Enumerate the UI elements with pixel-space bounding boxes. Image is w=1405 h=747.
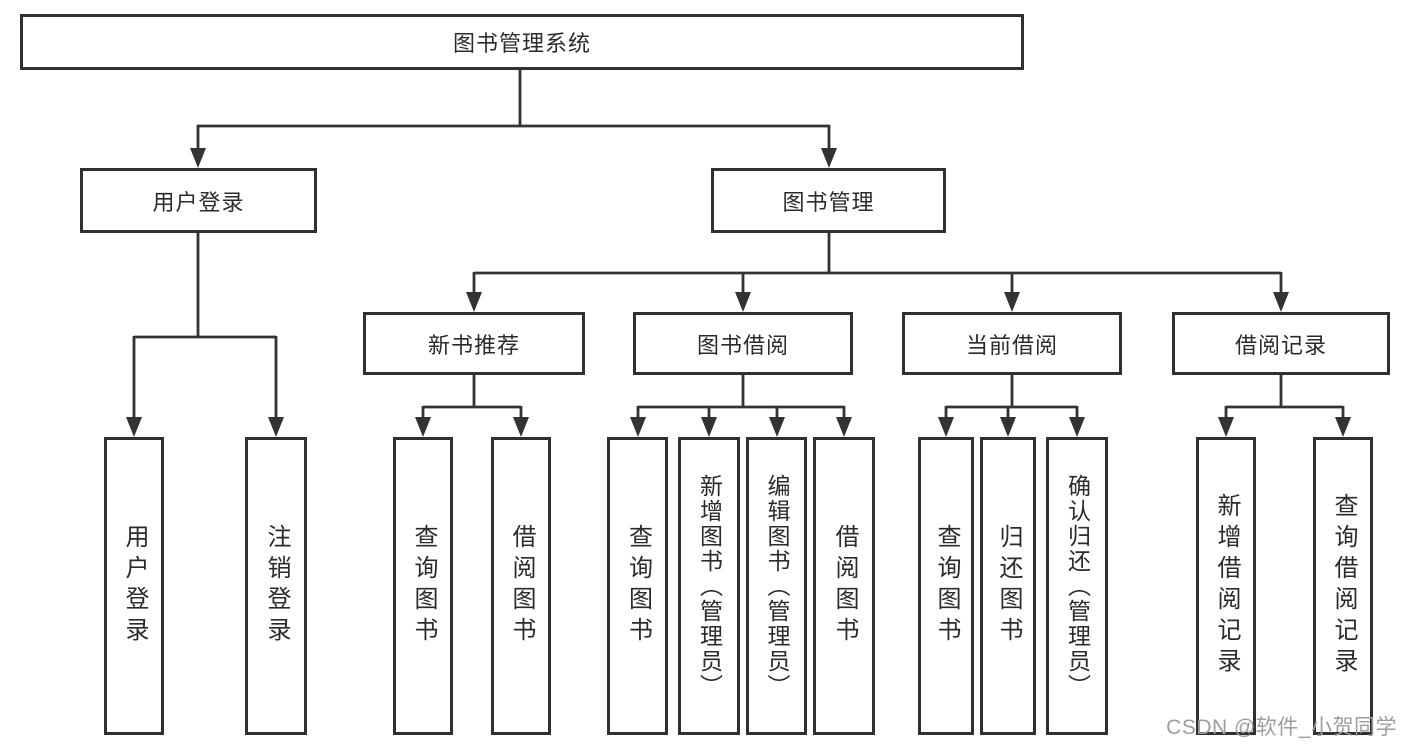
arrowhead-icon	[1273, 292, 1289, 312]
node-br-query-record: 查询借阅记录	[1313, 437, 1373, 735]
watermark: CSDN @软件_小贺同学	[1166, 716, 1397, 739]
arrowhead-icon	[1069, 417, 1085, 437]
node-current-borrow: 当前借阅	[902, 312, 1122, 375]
node-new-book-rec: 新书推荐	[363, 312, 585, 375]
node-bb-borrow-books: 借阅图书	[813, 437, 875, 735]
node-cb-return-books: 归还图书	[980, 437, 1036, 735]
arrowhead-icon	[701, 417, 717, 437]
arrowhead-icon	[1335, 417, 1351, 437]
node-bb-add-books: 新增图书（管理员）	[678, 437, 740, 735]
node-root: 图书管理系统	[20, 14, 1024, 70]
arrowhead-icon	[268, 417, 284, 437]
node-nbr-borrow-books: 借阅图书	[491, 437, 551, 735]
arrowhead-icon	[630, 417, 646, 437]
node-cb-confirm-return: 确认归还（管理员）	[1046, 437, 1108, 735]
arrowhead-icon	[190, 148, 206, 168]
node-cb-query-books: 查询图书	[918, 437, 974, 735]
node-borrow-records: 借阅记录	[1172, 312, 1390, 375]
node-book-borrow: 图书借阅	[633, 312, 853, 375]
arrowhead-icon	[1004, 292, 1020, 312]
node-user-login-group: 用户登录	[80, 168, 317, 233]
node-br-add-record: 新增借阅记录	[1196, 437, 1256, 735]
arrowhead-icon	[836, 417, 852, 437]
arrowhead-icon	[821, 148, 837, 168]
arrowhead-icon	[466, 292, 482, 312]
arrowhead-icon	[415, 417, 431, 437]
arrowhead-icon	[1000, 417, 1016, 437]
node-login: 用户登录	[104, 437, 164, 735]
arrowhead-icon	[1218, 417, 1234, 437]
arrowhead-icon	[735, 292, 751, 312]
node-nbr-query-books: 查询图书	[393, 437, 453, 735]
arrowhead-icon	[769, 417, 785, 437]
arrowhead-icon	[938, 417, 954, 437]
arrowhead-icon	[126, 417, 142, 437]
node-bb-query-books: 查询图书	[607, 437, 668, 735]
node-book-mgmt: 图书管理	[711, 168, 946, 233]
node-logout: 注销登录	[245, 437, 307, 735]
node-bb-edit-books: 编辑图书（管理员）	[746, 437, 807, 735]
arrowhead-icon	[513, 417, 529, 437]
